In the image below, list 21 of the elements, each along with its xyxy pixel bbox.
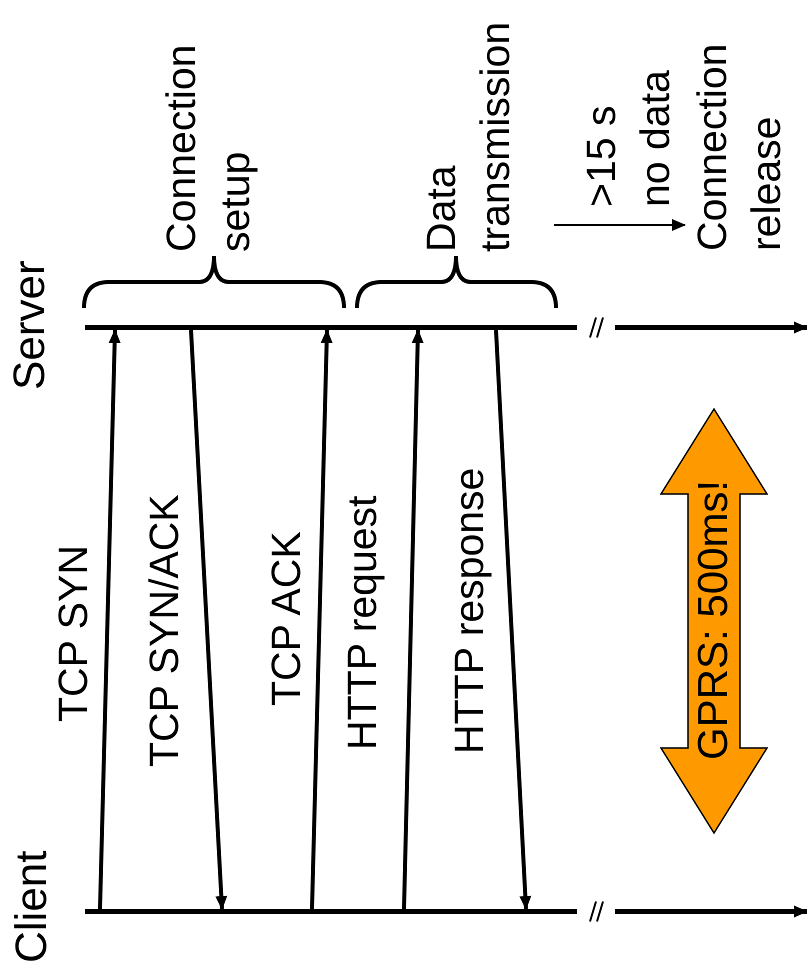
message-arrow — [494, 330, 532, 910]
lifeline-label: Client — [7, 850, 57, 963]
phase-label: Connection setup — [157, 44, 260, 252]
lifeline — [85, 909, 577, 914]
double-headed-arrow — [660, 408, 768, 834]
edge-label: TCP SYN — [50, 545, 97, 722]
edge-label: HTTP request — [339, 496, 386, 750]
message-arrow — [98, 329, 121, 910]
message-arrow — [402, 329, 424, 910]
arrow-label: GPRS: 500ms! — [689, 480, 737, 760]
edge-label: >15 s no data — [577, 69, 680, 207]
lifeline — [85, 325, 577, 330]
edge-label: TCP SYN/ACK — [141, 494, 188, 767]
phase-label: Data transmission — [417, 20, 520, 252]
lifeline-label: Server — [5, 260, 55, 390]
state-label: Connection release — [685, 21, 794, 251]
message-arrow — [189, 330, 228, 910]
message-arrow — [554, 219, 686, 231]
edge-label: TCP ACK — [263, 531, 310, 706]
edge-label: HTTP response — [446, 468, 493, 754]
message-arrow — [310, 329, 333, 910]
